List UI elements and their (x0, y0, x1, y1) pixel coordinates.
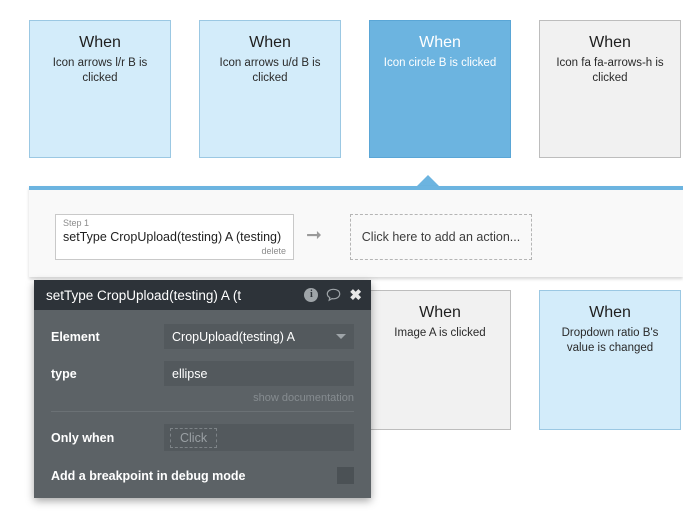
dialog-body: Element CropUpload(testing) A type ellip… (34, 310, 371, 498)
add-action-label: Click here to add an action... (361, 230, 521, 244)
workflow-card-when-label: When (419, 304, 461, 321)
add-action-button[interactable]: Click here to add an action... (350, 214, 532, 260)
workflow-card-description: Icon arrows l/r B is clicked (52, 57, 148, 84)
dialog-title: setType CropUpload(testing) A (t (46, 287, 242, 303)
workflow-card-icon-arrows-ud[interactable]: When Icon arrows u/d B is clicked (199, 20, 341, 158)
comment-bubble-icon[interactable] (326, 288, 341, 302)
type-input-value: ellipse (172, 366, 208, 381)
workflow-card-when-label: When (589, 304, 631, 321)
element-field-label: Element (51, 329, 100, 344)
step-title: setType CropUpload(testing) A (testing) (63, 230, 282, 244)
workflow-card-icon-circle[interactable]: When Icon circle B is clicked (369, 20, 511, 158)
step-number-label: Step 1 (63, 218, 90, 228)
workflow-card-when-label: When (589, 34, 631, 51)
arrow-right-icon: ➞ (306, 225, 322, 246)
workflow-card-when-label: When (79, 34, 121, 51)
property-editor-dialog: setType CropUpload(testing) A (t i ✖ Ele… (34, 280, 371, 498)
breakpoint-label: Add a breakpoint in debug mode (51, 468, 246, 483)
workflow-card-dropdown-ratio-b[interactable]: When Dropdown ratio B's value is changed (539, 290, 681, 430)
only-when-placeholder: Click (170, 427, 218, 448)
breakpoint-row: Add a breakpoint in debug mode (51, 463, 354, 490)
only-when-label: Only when (51, 430, 115, 445)
chevron-down-icon (336, 334, 346, 339)
close-icon[interactable]: ✖ (349, 288, 362, 303)
element-dropdown[interactable]: CropUpload(testing) A (164, 324, 354, 349)
close-icon-glyph: ✖ (349, 286, 362, 304)
show-documentation-link[interactable]: show documentation (253, 392, 354, 404)
type-field-label: type (51, 366, 77, 381)
workflow-card-description: Icon arrows u/d B is clicked (219, 57, 321, 84)
type-input[interactable]: ellipse (164, 361, 354, 386)
field-row-element: Element CropUpload(testing) A (51, 324, 354, 349)
workflow-card-when-label: When (249, 34, 291, 51)
dialog-header[interactable]: setType CropUpload(testing) A (t i ✖ (34, 280, 371, 310)
comment-bubble-svg (327, 288, 341, 302)
workflow-card-image-a[interactable]: When Image A is clicked (369, 290, 511, 430)
dialog-divider (51, 411, 354, 412)
workflow-card-description: Icon circle B is clicked (383, 57, 497, 69)
only-when-input[interactable]: Click (164, 424, 354, 451)
field-row-only-when: Only when Click (51, 424, 354, 451)
field-row-type: type ellipse (51, 361, 354, 386)
workflow-card-description: Image A is clicked (394, 327, 486, 339)
workflow-card-icon-arrows-lr[interactable]: When Icon arrows l/r B is clicked (29, 20, 171, 158)
panel-pointer-triangle (417, 175, 439, 186)
workflow-card-icon-fa-arrows-h[interactable]: When Icon fa fa-arrows-h is clicked (539, 20, 681, 158)
workflow-card-when-label: When (419, 34, 461, 51)
info-icon[interactable]: i (304, 288, 319, 302)
info-icon-glyph: i (304, 288, 319, 302)
breakpoint-checkbox[interactable] (337, 467, 354, 484)
step-delete-link[interactable]: delete (261, 246, 286, 256)
workflow-card-description: Icon fa fa-arrows-h is clicked (556, 57, 664, 84)
workflow-actions-panel: Step 1 setType CropUpload(testing) A (te… (29, 186, 683, 277)
workflow-step-box[interactable]: Step 1 setType CropUpload(testing) A (te… (55, 214, 294, 260)
element-dropdown-value: CropUpload(testing) A (172, 329, 295, 344)
workflow-card-description: Dropdown ratio B's value is changed (561, 327, 659, 354)
